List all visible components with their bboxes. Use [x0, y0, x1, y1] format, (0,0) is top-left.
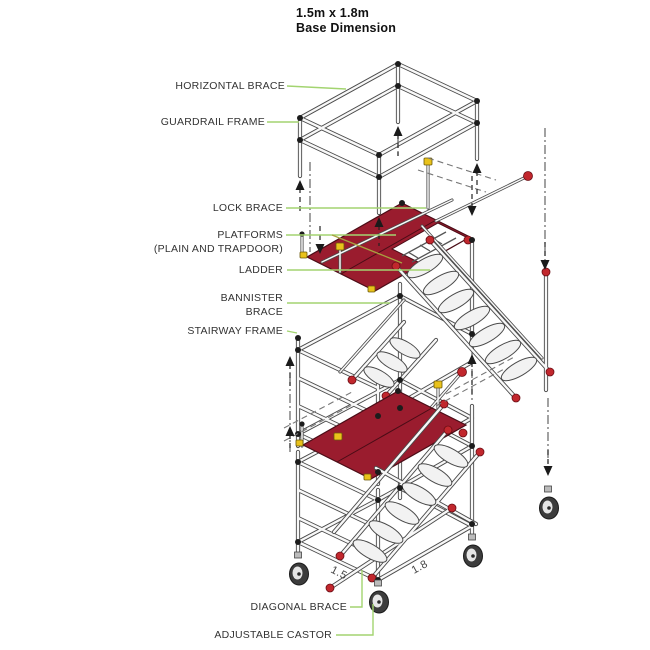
label-diagonal-brace: DIAGONAL BRACE: [250, 601, 347, 613]
label-adjustable-castor: ADJUSTABLE CASTOR: [214, 629, 332, 641]
stairway-fragment-drawing: [347, 322, 436, 401]
title-line2: Base Dimension: [296, 21, 397, 35]
guardrail-frame-drawing: [297, 61, 480, 213]
adjustable-castors: [289, 485, 559, 614]
assembly-guides: [283, 126, 553, 476]
upper-stairway-drawing: [396, 240, 550, 398]
label-guardrail-frame: GUARDRAIL FRAME: [160, 116, 265, 128]
castor-left: [289, 551, 309, 586]
label-platforms-line2: (PLAIN AND TRAPDOOR): [153, 243, 283, 255]
lower-stairway-drawing: [325, 399, 485, 593]
title-line1: 1.5m x 1.8m: [296, 6, 370, 20]
label-bannister-brace: BANNISTER BRACE: [221, 291, 283, 319]
castor-spare: [539, 485, 559, 520]
label-bannister-line1: BANNISTER: [220, 292, 283, 304]
label-platforms: PLATFORMS (PLAIN AND TRAPDOOR): [154, 228, 283, 256]
label-horizontal-brace: HORIZONTAL BRACE: [175, 80, 285, 92]
castor-right: [463, 533, 483, 568]
diagonal-brace-drawing: [325, 503, 457, 593]
label-platforms-line1: PLATFORMS: [217, 229, 283, 241]
label-lock-brace: LOCK BRACE: [212, 202, 283, 214]
leader-lines: [267, 85, 430, 636]
ladder-drawing: [401, 231, 457, 263]
tube-connectors: [295, 237, 475, 583]
upper-platform-unit: [299, 157, 555, 458]
label-ladder: LADDER: [238, 264, 283, 276]
castor-front: [369, 579, 389, 614]
label-bannister-line2: BRACE: [245, 306, 283, 318]
diagram-title: 1.5m x 1.8m Base Dimension: [296, 6, 396, 36]
lower-platform-unit: [295, 367, 468, 481]
label-stairway-frame: STAIRWAY FRAME: [187, 325, 283, 337]
